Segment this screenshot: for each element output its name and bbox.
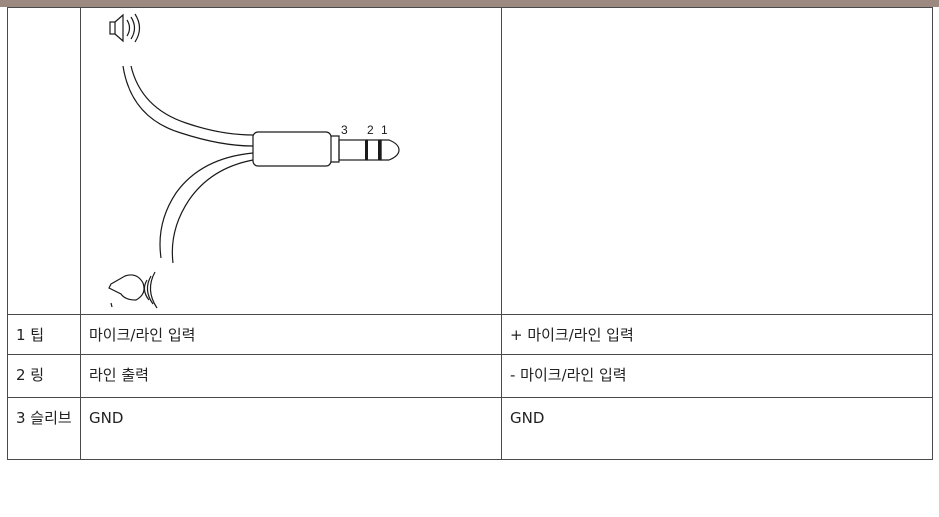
plug-ring-band-1 xyxy=(378,140,381,160)
table-row: 3 슬리브 GND GND xyxy=(7,397,933,460)
pin-label-2: 2 xyxy=(367,123,374,137)
pin-label: 1 팁 xyxy=(16,326,45,344)
diagram-empty-cell-left xyxy=(7,7,81,315)
pin-label-3: 3 xyxy=(341,123,348,137)
audio-connector-diagram: 3 2 1 xyxy=(108,13,400,309)
microphone-icon xyxy=(108,271,158,309)
table-row: 1 팁 마이크/라인 입력 + 마이크/라인 입력 xyxy=(7,314,933,355)
speaker-icon xyxy=(109,13,141,43)
function-a: GND xyxy=(89,409,124,427)
diagram-row: 3 2 1 xyxy=(7,7,933,315)
pin-label: 3 슬리브 xyxy=(16,409,72,427)
diagram-empty-cell-right xyxy=(501,7,933,315)
table-row: 2 링 라인 출력 - 마이크/라인 입력 xyxy=(7,354,933,398)
trs-plug xyxy=(252,131,400,167)
function-b: GND xyxy=(510,409,545,427)
pin-table: 3 2 1 1 팁 마이크/라인 입력 + 마이크/라인 입력 2 링 라인 출… xyxy=(7,7,933,460)
diagram-cell: 3 2 1 xyxy=(80,7,502,315)
function-a: 마이크/라인 입력 xyxy=(89,326,196,344)
pin-label: 2 링 xyxy=(16,366,45,384)
plug-ring-band-2 xyxy=(365,140,368,160)
function-b: - 마이크/라인 입력 xyxy=(510,366,627,384)
function-b: + 마이크/라인 입력 xyxy=(510,326,634,344)
pin-label-1: 1 xyxy=(381,123,388,137)
function-a: 라인 출력 xyxy=(89,366,149,384)
top-accent-bar xyxy=(0,0,939,7)
